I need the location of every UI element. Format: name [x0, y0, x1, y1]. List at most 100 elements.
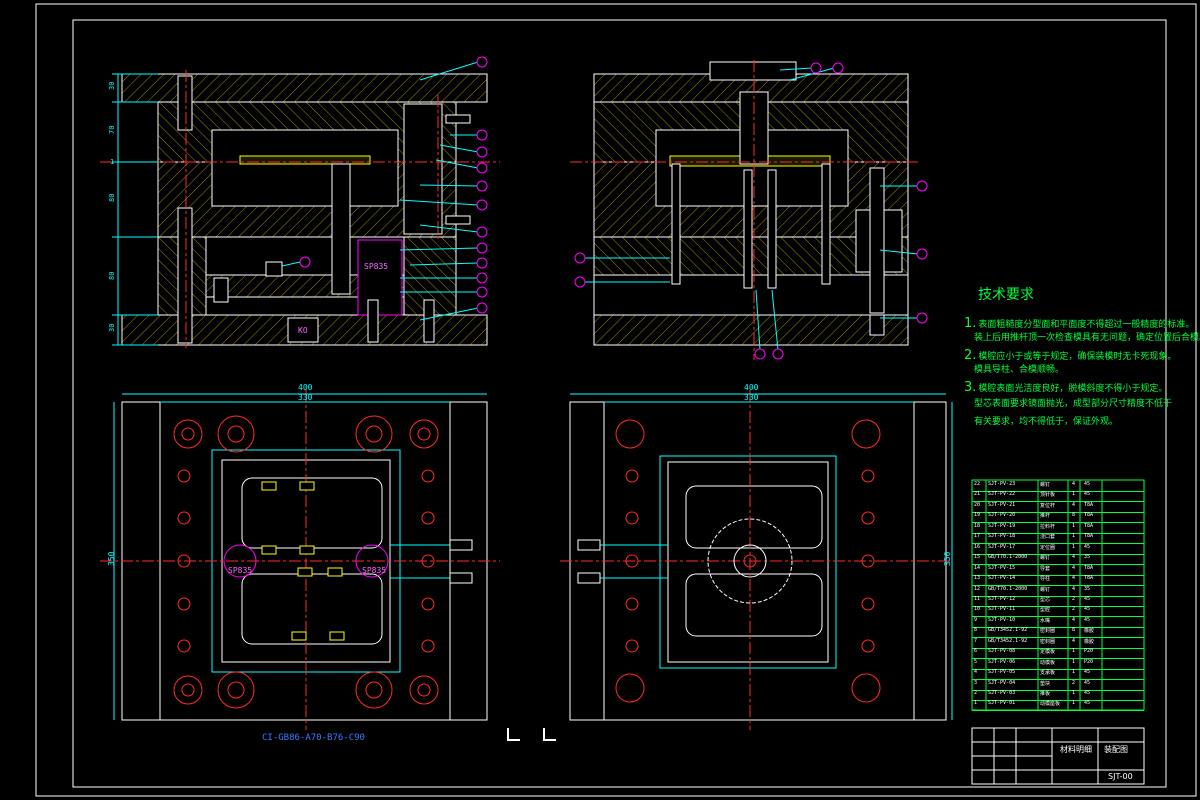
bom-cell-no: 17: [974, 533, 981, 540]
bom-cell-name: 密封圈: [1040, 628, 1056, 635]
bom-cell-qty: 1: [1072, 533, 1076, 540]
right-width-outer: 400: [744, 383, 759, 392]
bom-cell-qty: 4: [1072, 554, 1076, 561]
bom-cell-qty: 8: [1072, 627, 1076, 634]
bom-cell-mat: 橡胶: [1084, 628, 1095, 635]
left-plan-view: 400 330 350: [100, 383, 500, 730]
bom-cell-name: 螺钉: [1040, 555, 1051, 562]
bom-cell-qty: 2: [1072, 679, 1076, 686]
bom-cell-mat: P20: [1084, 648, 1094, 655]
bom-cell-no: 2: [974, 690, 978, 696]
title-block-table-name: 材料明细: [1060, 745, 1092, 754]
bom-cell-qty: 2: [1072, 595, 1076, 602]
bom-cell-qty: 4: [1072, 481, 1076, 487]
bom-cell-name: 复位杆: [1040, 502, 1056, 509]
bom-cell-mat: T8A: [1084, 522, 1094, 529]
bom-cell-code: GB/T3452.1-92: [988, 627, 1028, 634]
bom-cell-name: 定模板: [1040, 649, 1056, 656]
bom-cell-qty: 4: [1072, 585, 1076, 592]
bom-cell-code: SJT-PV-21: [988, 501, 1016, 508]
bom-cell-qty: 4: [1072, 616, 1076, 623]
title-block-drawing-code: SJT-00: [1108, 772, 1133, 781]
bom-cell-name: 浇口套: [1040, 534, 1056, 541]
technical-requirement-line: 1.表面粗糙度分型面和平面度不得超过一般精度的标准。: [964, 316, 1194, 331]
sp-label-section: SP835: [364, 262, 389, 271]
bom-cell-no: 22: [974, 481, 981, 487]
bom-cell-qty: 1: [1072, 491, 1076, 498]
bom-cell-no: 13: [974, 575, 981, 582]
right-width-inner: 330: [744, 393, 759, 402]
bom-cell-qty: 2: [1072, 606, 1076, 613]
bom-cell-qty: 1: [1072, 648, 1076, 655]
bom-cell-no: 10: [974, 606, 981, 613]
left-width-outer: 400: [298, 383, 313, 392]
bom-cell-name: 推板: [1040, 691, 1051, 697]
bom-cell-mat: 45: [1084, 481, 1091, 487]
bom-cell-no: 19: [974, 512, 981, 519]
mold-base-spec: CI-GB86-A70-B76-C90: [262, 733, 365, 743]
bom-cell-mat: 45: [1084, 491, 1091, 498]
bom-cell-name: 导套: [1040, 565, 1051, 572]
technical-requirement-text: 模腔表面光洁度良好，脱模斜度不得小于规定。: [978, 384, 1168, 394]
technical-requirement-line: 装上后用推杆顶一次检查模具有无问题，确定位置后合模。: [974, 330, 1200, 343]
right-height: 350: [943, 551, 952, 566]
bom-cell-no: 6: [974, 648, 978, 655]
bom-cell-mat: T8A: [1084, 575, 1094, 582]
bom-cell-name: 螺钉: [1040, 482, 1051, 488]
bom-cell-mat: T8A: [1084, 533, 1094, 540]
bom-cell-code: SJT-PV-04: [988, 679, 1016, 686]
bom-cell-qty: 8: [1072, 512, 1076, 519]
bom-cell-qty: 1: [1072, 700, 1076, 707]
bom-cell-code: GB/T70.1-2000: [988, 585, 1028, 592]
bom-cell-code: SJT-PV-03: [988, 690, 1016, 696]
technical-requirement-text: 表面粗糙度分型面和平面度不得超过一般精度的标准。: [978, 320, 1195, 330]
bom-cell-qty: 1: [1072, 658, 1076, 665]
bom-cell-mat: T8A: [1084, 501, 1094, 508]
bom-cell-code: SJT-PV-06: [988, 658, 1016, 665]
bom-cell-name: 顶针板: [1040, 492, 1056, 499]
bom-cell-no: 9: [974, 616, 978, 623]
bom-cell-mat: 45: [1084, 669, 1091, 676]
bom-cell-mat: 35: [1084, 554, 1091, 561]
bom-cell-code: SJT-PV-14: [988, 575, 1016, 582]
technical-requirement-text: 有关要求，均不得低于，保证外观。: [974, 417, 1119, 427]
bom-cell-name: 推杆: [1040, 513, 1051, 520]
bom-cell-code: SJT-PV-20: [988, 512, 1016, 519]
technical-requirement-text: 型芯表面要求镜面抛光，成型部分尺寸精度不低于: [974, 399, 1173, 409]
bom-cell-no: 1: [974, 700, 978, 707]
bom-cell-qty: 4: [1072, 637, 1076, 644]
technical-requirement-text: 模具导柱、合模顺畅。: [974, 365, 1065, 375]
left-height: 350: [107, 551, 116, 566]
bom-cell-qty: 1: [1072, 543, 1076, 550]
bom-cell-no: 15: [974, 554, 981, 561]
technical-requirement-number: 3.: [964, 380, 977, 395]
bom-cell-mat: T8A: [1084, 564, 1094, 571]
bom-cell-code: SJT-PV-19: [988, 522, 1016, 529]
sp-label-plan-left: SP835: [228, 566, 253, 575]
bom-cell-mat: T8A: [1084, 512, 1094, 519]
technical-requirement-text: 装上后用推杆顶一次检查模具有无问题，确定位置后合模。: [974, 333, 1200, 343]
bom-table-frame: [971, 479, 1145, 711]
technical-requirements-title: 技术要求: [978, 287, 1034, 303]
section-marker-left: [507, 728, 520, 741]
bom-cell-code: SJT-PV-23: [988, 481, 1016, 487]
bom-cell-no: 5: [974, 658, 978, 665]
bom-cell-code: SJT-PV-17: [988, 543, 1016, 550]
drawing-frame-inner: [72, 19, 1167, 788]
bom-cell-code: GB/T70.1-2000: [988, 554, 1028, 561]
right-section-view: [570, 60, 928, 360]
bom-cell-code: GB/T3452.1-92: [988, 637, 1028, 644]
bom-cell-no: 20: [974, 501, 981, 508]
bom-cell-name: 动模座板: [1040, 701, 1061, 708]
